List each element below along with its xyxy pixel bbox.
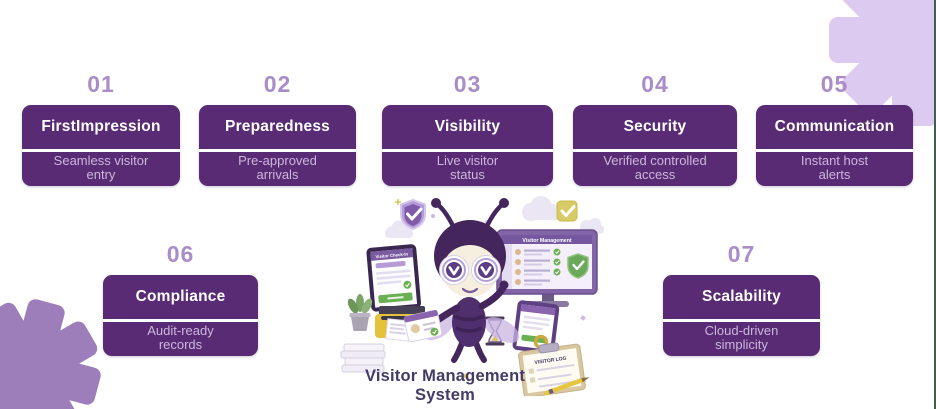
- kiosk-tablet-icon: Visitor Check-In: [366, 244, 422, 312]
- mascot-icon: [403, 198, 520, 363]
- step-subtitle: Live visitor status: [436, 153, 499, 182]
- step-subtitle: Verified controlled access: [603, 153, 707, 182]
- step-number: 03: [453, 71, 482, 97]
- step-card: Security Verified controlled access: [573, 105, 737, 186]
- step-card: Scalability Cloud-driven simplicity: [663, 275, 820, 356]
- step-1-firstimpression: 01 FirstImpression Seamless visitor entr…: [22, 71, 180, 186]
- monitor-screen-title: Visitor Management: [522, 238, 571, 244]
- check-tile-icon: [556, 200, 578, 222]
- mascot-eye-left-icon: [439, 255, 469, 285]
- illustration-caption: Visitor Management System: [364, 367, 526, 404]
- pen-icon: [544, 377, 590, 396]
- wing-right-icon: [484, 317, 520, 343]
- step-subtitle: Seamless visitor entry: [53, 153, 149, 182]
- step-number: 04: [641, 71, 669, 97]
- step-5-communication: 05 Communication Instant host alerts: [756, 71, 913, 186]
- step-card: Compliance Audit-ready records: [103, 275, 258, 356]
- step-number: 02: [263, 71, 292, 97]
- step-title: Visibility: [382, 105, 553, 152]
- antenna-left-icon: [434, 201, 456, 229]
- monitor-dashboard-icon: Visitor Management: [496, 229, 598, 307]
- clipboard-icon: VISITOR LOG: [518, 342, 586, 396]
- step-number: 07: [727, 241, 756, 267]
- shield-check-icon: [395, 198, 426, 231]
- step-subtitle: Audit-ready records: [147, 323, 214, 352]
- step-title: Scalability: [663, 275, 820, 322]
- kiosk-screen-title: Visitor Check-In: [375, 251, 408, 259]
- step-subtitle: Cloud-driven simplicity: [704, 323, 779, 352]
- step-title: Security: [573, 105, 737, 152]
- step-4-security: 04 Security Verified controlled access: [573, 71, 737, 186]
- antenna-right-icon: [484, 201, 506, 229]
- starburst-bottom-left-icon: [0, 299, 101, 409]
- step-number: 01: [87, 71, 115, 97]
- monitor-shield-icon: [567, 253, 589, 279]
- step-6-compliance: 06 Compliance Audit-ready records: [103, 241, 258, 356]
- mascot-eye-right-icon: [471, 255, 501, 285]
- step-7-scalability: 07 Scalability Cloud-driven simplicity: [663, 241, 820, 356]
- step-title: Communication: [756, 105, 913, 152]
- step-card: Communication Instant host alerts: [756, 105, 913, 186]
- plant-icon: [347, 294, 373, 331]
- mascot-illustration: Visitor Management Visitor Check-In: [340, 196, 604, 396]
- step-subtitle: Instant host alerts: [800, 153, 869, 182]
- step-card: FirstImpression Seamless visitor entry: [22, 105, 180, 186]
- step-number: 05: [820, 71, 849, 97]
- step-title: Preparedness: [199, 105, 356, 152]
- id-badge-icon: [403, 309, 443, 343]
- clipboard-title: VISITOR LOG: [534, 356, 567, 366]
- paper-stack-icon: [340, 343, 386, 373]
- step-subtitle: Pre-approved arrivals: [238, 153, 317, 182]
- step-2-preparedness: 02 Preparedness Pre-approved arrivals: [199, 71, 356, 186]
- step-3-visibility: 03 Visibility Live visitor status: [382, 71, 553, 186]
- step-title: FirstImpression: [22, 105, 180, 152]
- step-card: Visibility Live visitor status: [382, 105, 553, 186]
- step-number: 06: [166, 241, 195, 267]
- step-card: Preparedness Pre-approved arrivals: [199, 105, 356, 186]
- step-title: Compliance: [103, 275, 258, 322]
